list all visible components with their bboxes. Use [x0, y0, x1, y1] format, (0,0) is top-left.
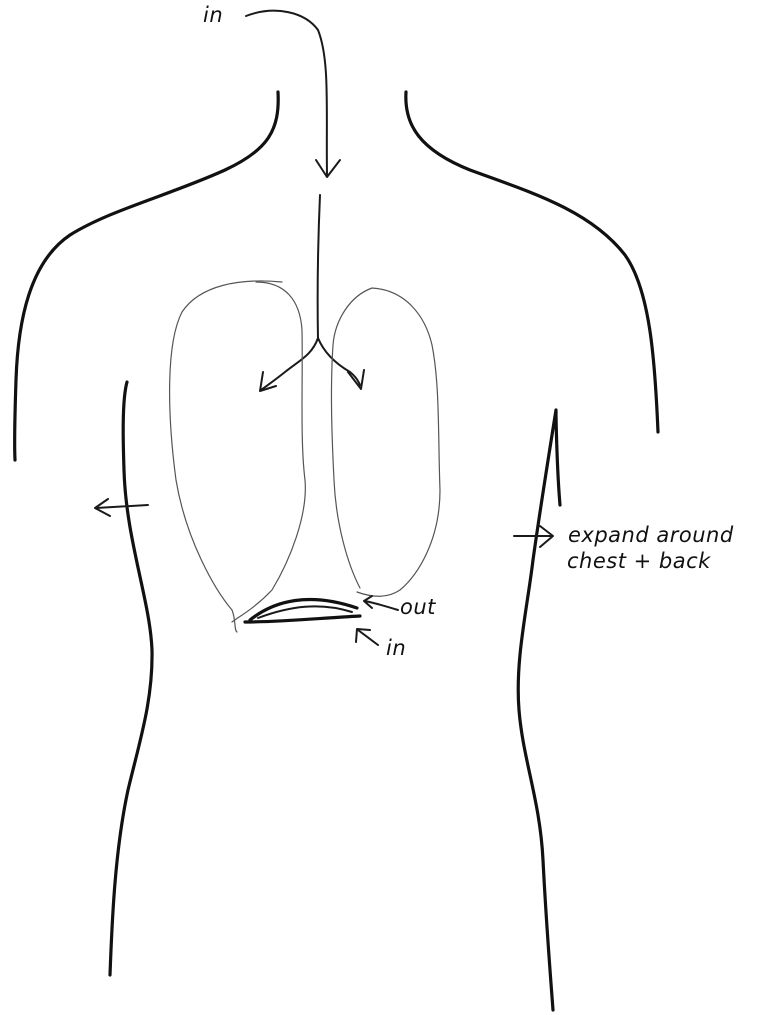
diaphragm-out-arrow-icon: [364, 596, 398, 610]
trachea: [260, 195, 364, 391]
neck-right-and-shoulder: [406, 92, 658, 432]
lungs: [170, 281, 440, 632]
left-expand-arrow-icon: [95, 499, 148, 516]
bronchus-left: [261, 338, 318, 390]
body-outline: [15, 92, 658, 1010]
left-lung: [170, 281, 306, 632]
label-diaphragm-out: out: [400, 595, 436, 619]
trachea-line: [318, 195, 320, 340]
right-lung: [331, 288, 440, 596]
label-expand-line2: chest + back: [567, 549, 711, 573]
torso-right-side: [518, 410, 560, 1010]
label-air-in: in: [203, 3, 223, 27]
neck-left-and-shoulder: [15, 92, 279, 460]
air-in-arrowhead-icon: [316, 160, 340, 177]
expansion-arrows: [95, 499, 553, 547]
torso-left-side: [110, 382, 152, 975]
right-expand-arrow-icon: [514, 526, 553, 547]
diaphragm: [245, 596, 398, 645]
airway-arrow: [246, 11, 340, 177]
label-diaphragm-in: in: [386, 636, 406, 660]
label-expand-line1: expand around: [568, 523, 734, 547]
diaphragm-in-arrow-icon: [356, 629, 378, 645]
